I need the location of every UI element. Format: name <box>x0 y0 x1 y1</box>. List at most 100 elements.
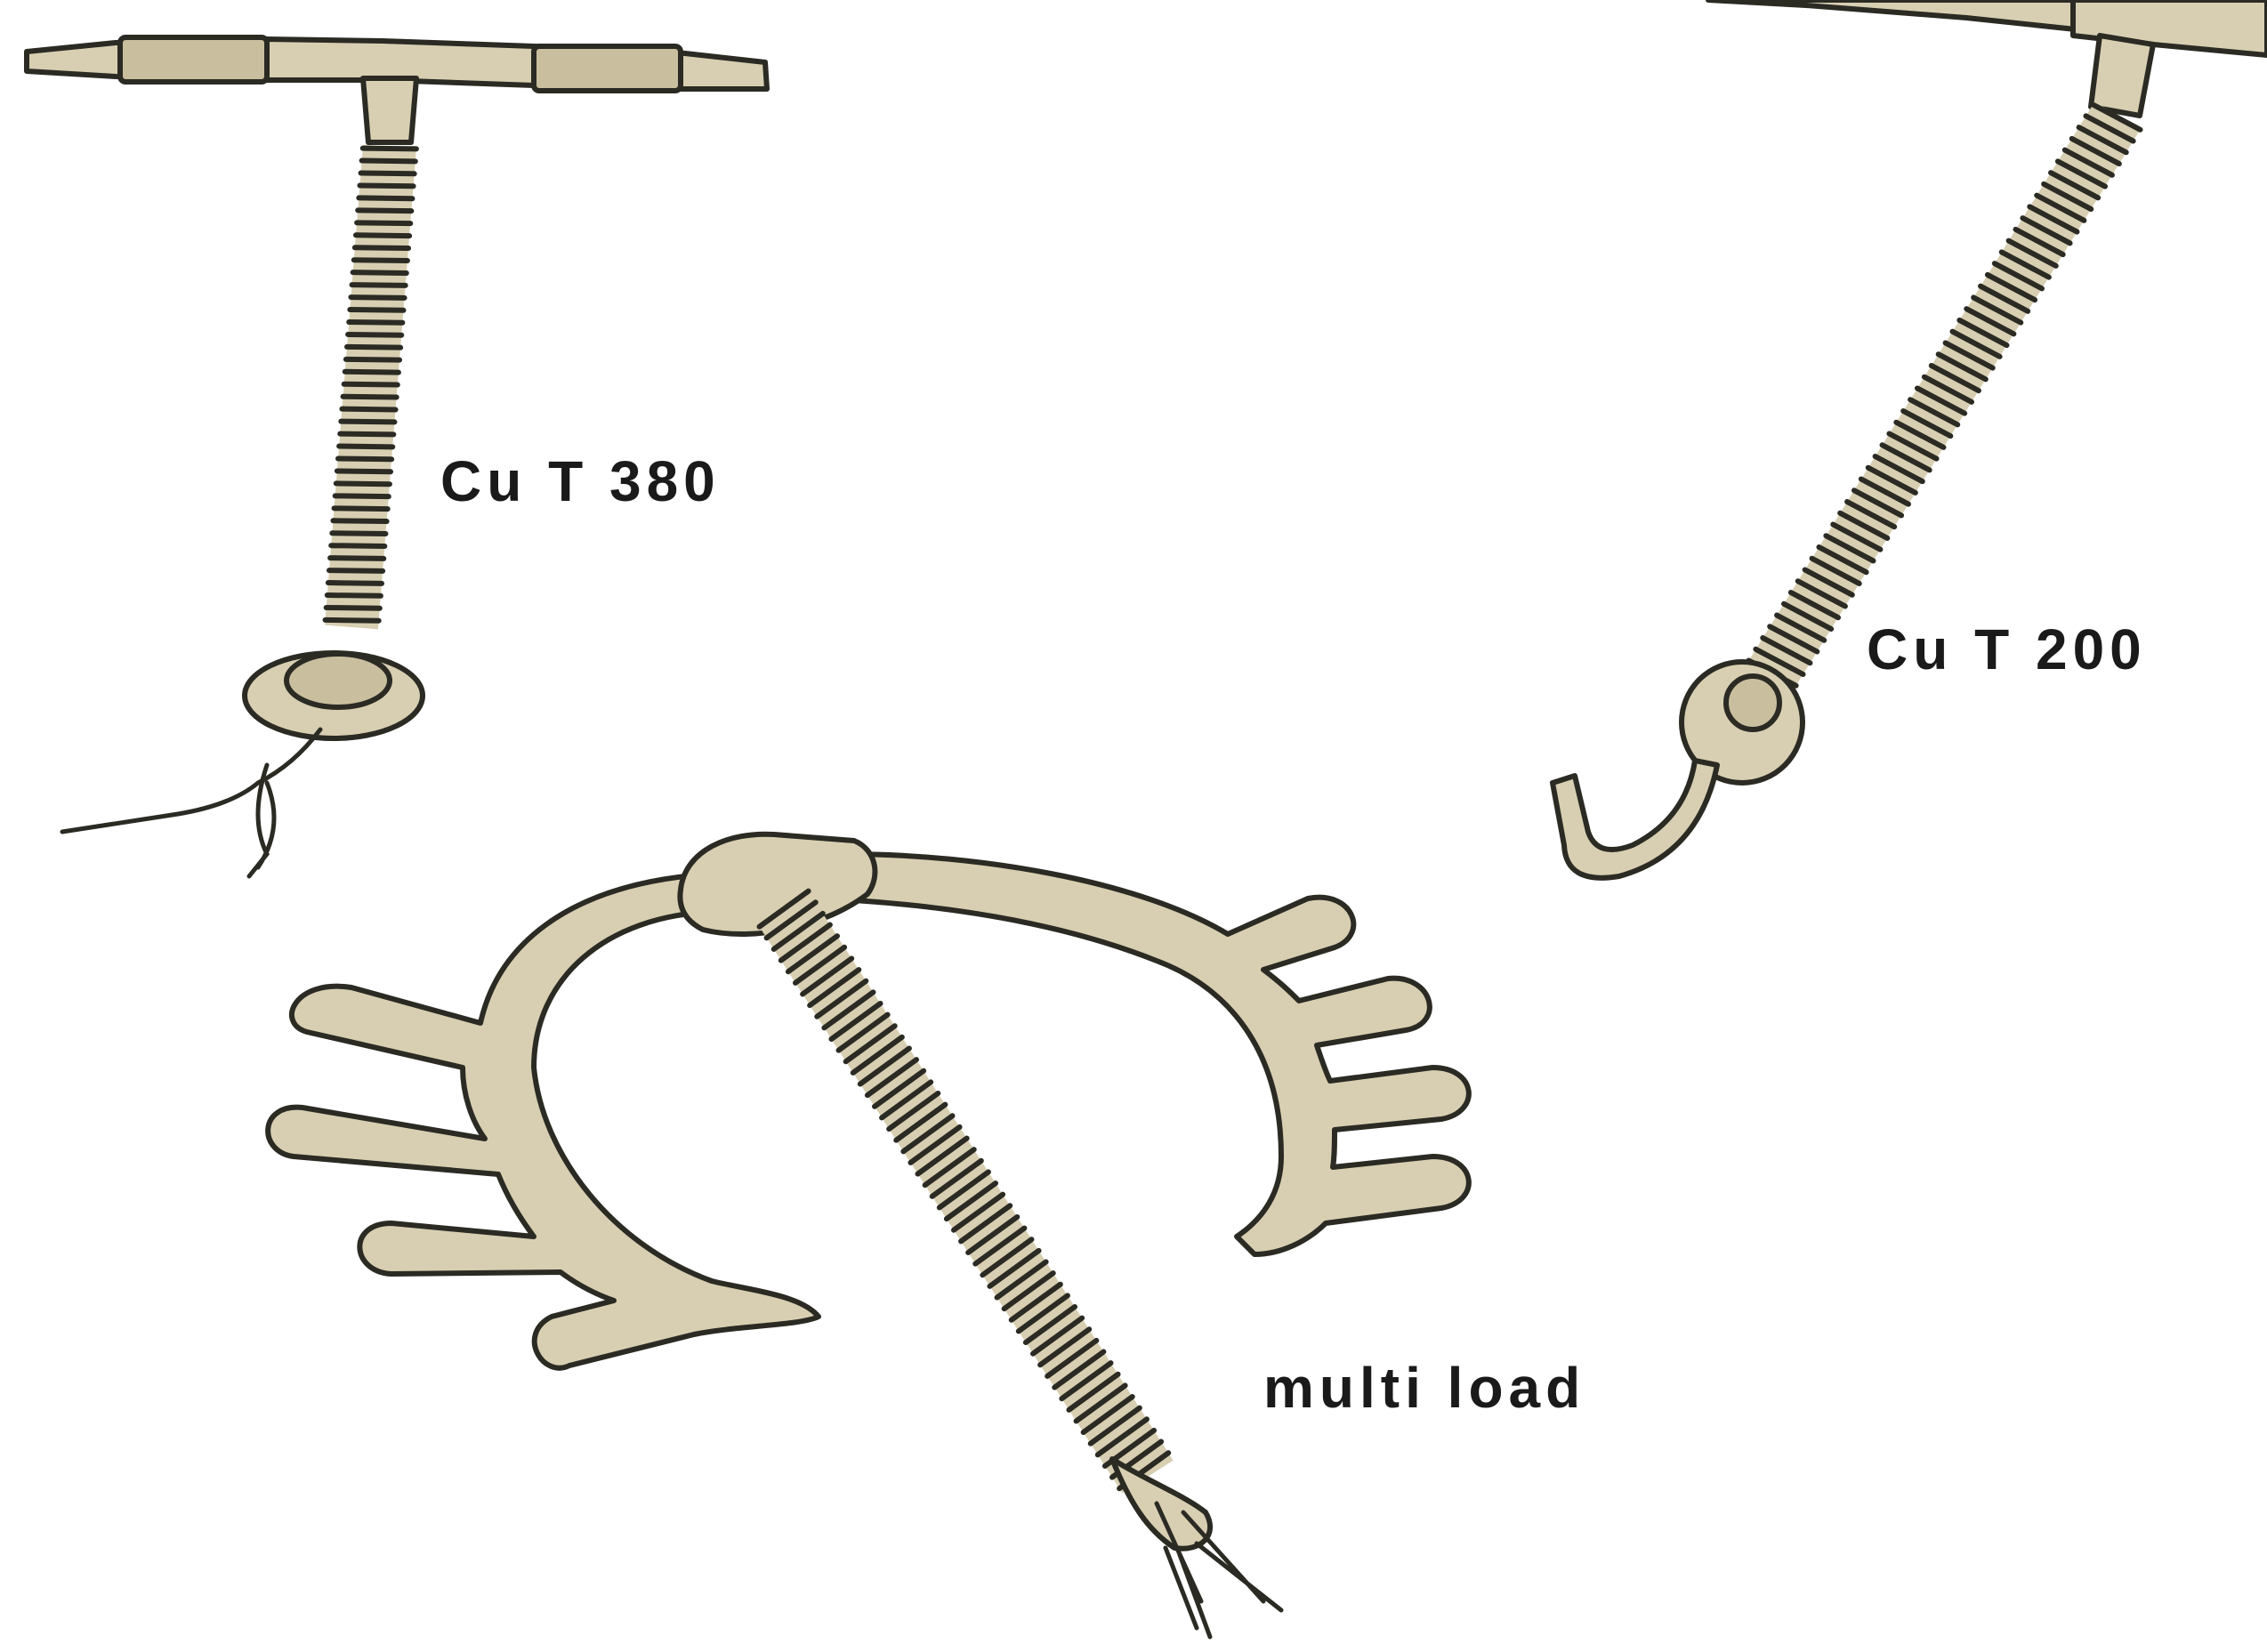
coil-winding <box>980 1237 1035 1278</box>
cu-t-380-thread <box>60 727 323 879</box>
coil-winding <box>1008 1281 1063 1323</box>
coil-winding <box>994 1259 1049 1301</box>
coil-winding <box>1094 1416 1150 1458</box>
multiload-stem-tail <box>1109 1456 1213 1551</box>
coil-winding <box>2061 147 2115 178</box>
coil-winding <box>987 1247 1042 1289</box>
coil-winding <box>335 455 395 463</box>
multiload-left-arm <box>265 874 821 1371</box>
coil-winding <box>1066 1371 1121 1413</box>
cu-t-380-copper-coil <box>322 144 419 630</box>
coil-winding <box>1787 590 1842 621</box>
cu-t-380-label: Cu T 380 <box>440 449 721 513</box>
coil-winding <box>1001 1270 1056 1312</box>
coil-winding <box>1915 385 1968 416</box>
coil-winding <box>1900 407 1954 439</box>
coil-winding <box>1809 555 1862 586</box>
coil-winding <box>1030 1315 1085 1357</box>
cu-t-200-bulb-inner <box>1723 673 1782 732</box>
coil-winding <box>1872 453 1925 485</box>
cu-t-200-device: Cu T 200 <box>1550 0 2267 881</box>
coil-winding <box>333 480 392 488</box>
coil-winding <box>2020 215 2073 246</box>
coil-winding <box>1816 544 1869 576</box>
coil-winding <box>1991 261 2045 292</box>
coil-winding <box>348 294 407 301</box>
coil-winding <box>358 170 417 177</box>
cu-t-380-left-sleeve <box>117 35 270 85</box>
coil-winding <box>1767 624 1820 655</box>
coil-winding <box>349 282 408 288</box>
multiload-device: multi load <box>265 831 1585 1640</box>
coil-winding <box>359 157 418 165</box>
coil-winding <box>1908 397 1961 428</box>
coil-winding <box>1942 340 1996 371</box>
coil-winding <box>915 1135 970 1177</box>
coil-winding <box>2048 170 2102 201</box>
coil-winding <box>328 543 388 549</box>
coil-winding <box>1886 431 1940 462</box>
coil-winding <box>828 1000 883 1043</box>
coil-winding <box>929 1157 984 1199</box>
coil-winding <box>864 1057 920 1099</box>
coil-winding <box>351 245 412 252</box>
coil-winding <box>341 381 400 388</box>
coil-winding <box>800 955 855 997</box>
coil-winding <box>1964 306 2017 337</box>
coil-winding <box>1949 328 2003 359</box>
coil-winding <box>958 1203 1013 1245</box>
coil-winding <box>1045 1337 1100 1379</box>
coil-winding <box>1037 1326 1093 1368</box>
coil-winding <box>1022 1303 1078 1346</box>
coil-winding <box>922 1147 977 1189</box>
coil-winding <box>325 580 385 586</box>
coil-winding <box>1844 498 1898 530</box>
coil-winding <box>1984 271 2038 303</box>
coil-winding <box>1073 1382 1128 1424</box>
coil-winding <box>357 182 416 189</box>
coil-winding <box>327 555 387 561</box>
coil-winding <box>807 967 862 1009</box>
coil-winding <box>1795 578 1848 609</box>
coil-winding <box>1753 646 1806 677</box>
multiload-head <box>677 831 878 937</box>
coil-winding <box>756 888 811 930</box>
coil-winding <box>2054 158 2109 189</box>
cu-t-380-stem-top <box>360 76 419 145</box>
coil-winding <box>1823 533 1876 564</box>
coil-winding <box>1858 476 1911 507</box>
coil-winding <box>879 1079 934 1121</box>
multiload-label: multi load <box>1263 1356 1585 1420</box>
coil-winding <box>1080 1394 1135 1436</box>
coil-winding <box>337 431 397 438</box>
coil-winding <box>343 356 403 363</box>
coil-winding <box>1865 464 1918 496</box>
coil-winding <box>950 1191 1006 1233</box>
coil-winding <box>330 518 390 525</box>
coil-winding <box>1087 1405 1142 1447</box>
coil-winding <box>324 592 383 599</box>
cu-t-200-copper-coil <box>1746 101 2143 690</box>
coil-winding <box>893 1101 948 1143</box>
coil-winding <box>339 406 399 413</box>
coil-winding <box>1059 1360 1114 1402</box>
coil-winding <box>850 1034 905 1076</box>
coil-winding <box>345 331 405 338</box>
coil-winding <box>900 1113 956 1155</box>
coil-winding <box>1802 567 1855 598</box>
coil-winding <box>322 616 382 624</box>
coil-winding <box>329 530 389 537</box>
coil-winding <box>326 568 386 574</box>
coil-winding <box>821 989 876 1031</box>
coil-winding <box>785 933 840 975</box>
coil-winding <box>1830 521 1884 552</box>
coil-winding <box>792 944 848 986</box>
coil-winding <box>2013 226 2066 258</box>
coil-winding <box>2069 135 2122 167</box>
coil-winding <box>1851 488 1905 519</box>
coil-winding <box>1935 351 1989 383</box>
coil-winding <box>1760 635 1813 666</box>
coil-winding <box>965 1213 1021 1255</box>
coil-winding <box>346 318 406 326</box>
